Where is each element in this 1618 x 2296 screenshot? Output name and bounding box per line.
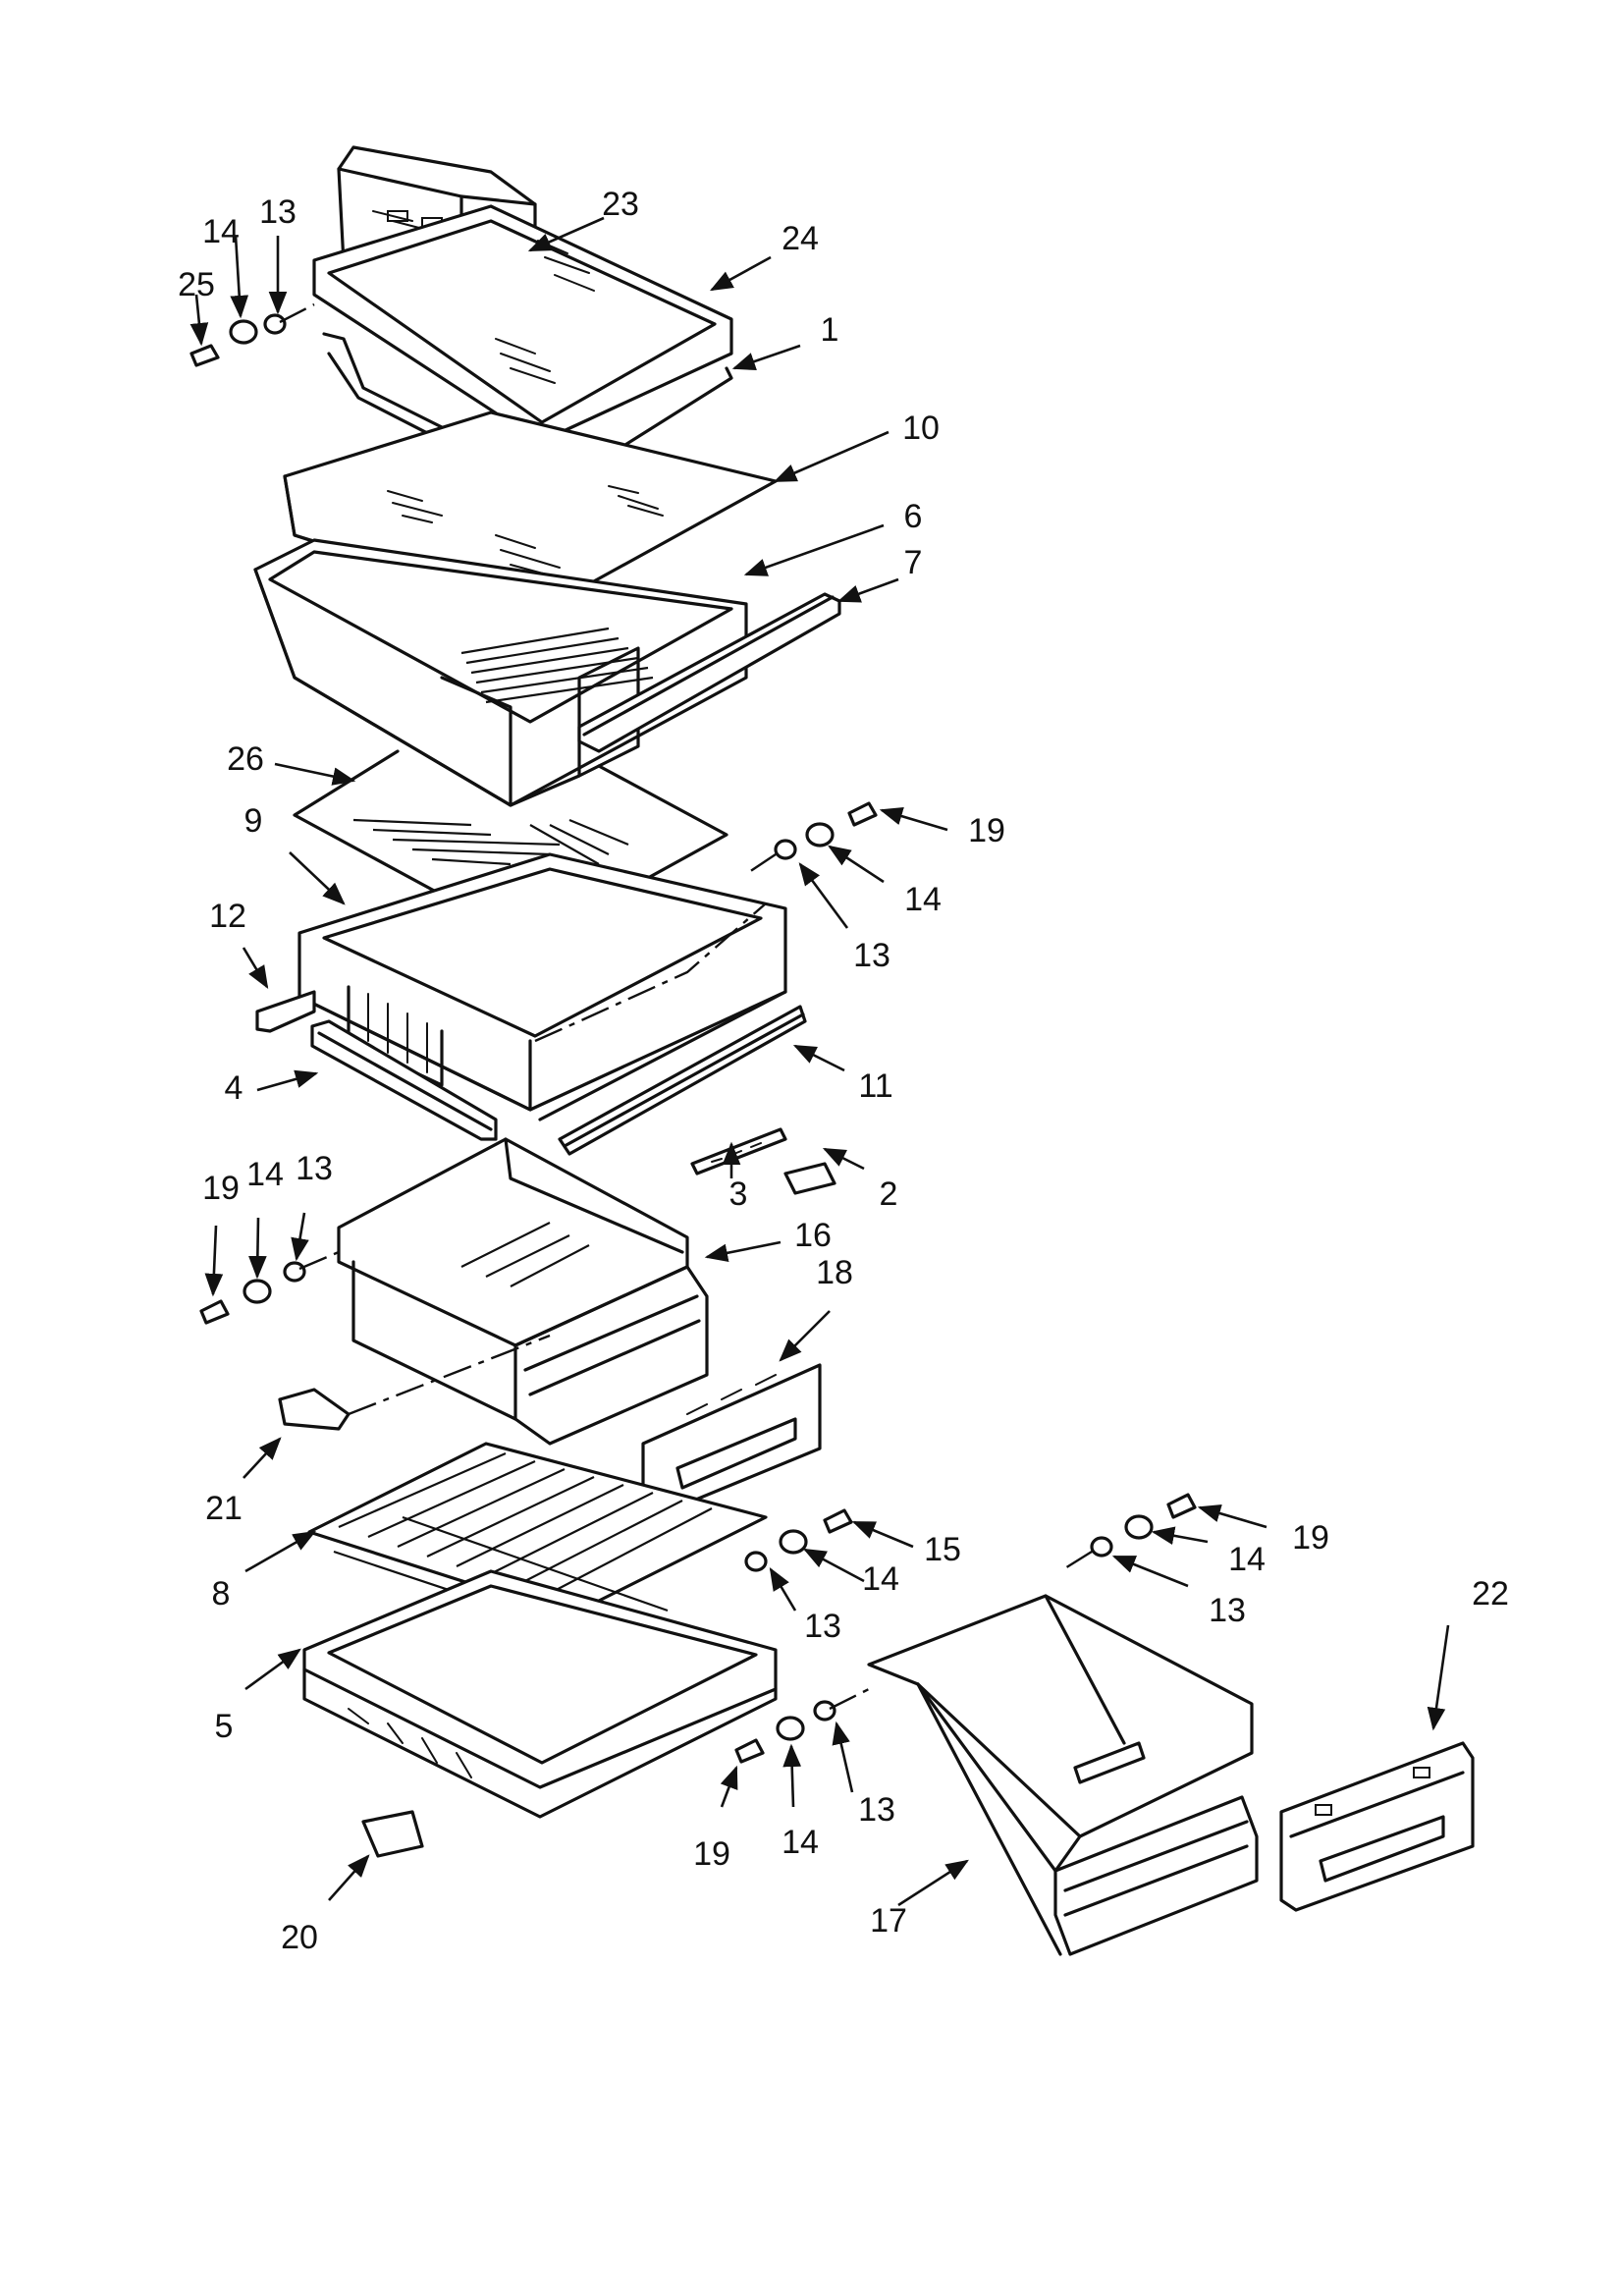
callout-15: 15: [924, 1531, 961, 1568]
callout-23: 23: [602, 186, 639, 223]
callout-14: 14: [202, 213, 240, 250]
callout-21: 21: [205, 1490, 243, 1527]
callout-26: 26: [227, 740, 264, 778]
callout-4: 4: [225, 1069, 243, 1107]
callout-22: 22: [1472, 1575, 1509, 1613]
hardware-mid-right: [745, 801, 878, 875]
callout-11: 11: [858, 1067, 892, 1105]
part-4-track: [310, 1019, 498, 1141]
part-16-drawer: [337, 1137, 709, 1446]
callout-12: 12: [209, 898, 246, 935]
callout-3: 3: [729, 1175, 748, 1213]
part-21-spacer: [278, 1334, 551, 1431]
hardware-top-left: [189, 302, 315, 367]
callout-7: 7: [904, 544, 923, 581]
callout-14: 14: [1228, 1541, 1266, 1578]
callout-16: 16: [794, 1217, 832, 1254]
part-12-slide: [255, 990, 316, 1033]
callout-1: 1: [821, 311, 839, 349]
callout-13: 13: [853, 937, 890, 974]
part-22-front: [1279, 1741, 1475, 1912]
callout-13: 13: [858, 1791, 895, 1829]
part-20-clip: [361, 1810, 424, 1858]
callout-18: 18: [816, 1254, 853, 1291]
callout-5: 5: [215, 1708, 234, 1745]
callout-14: 14: [782, 1824, 819, 1861]
hardware-lower-mid: [744, 1508, 853, 1572]
part-11-track: [558, 1005, 807, 1156]
callout-19: 19: [968, 812, 1005, 849]
callout-17: 17: [870, 1902, 907, 1940]
callout-13: 13: [259, 193, 297, 231]
part-2-clip: [783, 1162, 836, 1195]
callout-13: 13: [296, 1150, 333, 1187]
leader-arrows: [189, 216, 1450, 1907]
callout-10: 10: [902, 410, 940, 447]
callout-19: 19: [202, 1170, 240, 1207]
callout-6: 6: [904, 498, 923, 535]
part-17-drawer: [867, 1594, 1259, 1956]
callout-14: 14: [862, 1560, 899, 1598]
callout-9: 9: [244, 802, 263, 840]
part-3-bracket: [690, 1127, 787, 1175]
part-7-trim: [577, 592, 841, 753]
callout-25: 25: [178, 266, 215, 303]
callout-8: 8: [212, 1575, 231, 1613]
callout-19: 19: [693, 1835, 730, 1873]
callout-13: 13: [1209, 1592, 1246, 1629]
part-6-crisper-pan: [253, 538, 748, 807]
hardware-bottom-mid: [734, 1687, 870, 1764]
callout-20: 20: [281, 1919, 318, 1956]
callout-14: 14: [246, 1156, 284, 1193]
callout-14: 14: [904, 881, 942, 918]
hardware-mid-left: [199, 1250, 340, 1325]
hardware-lower-right: [1059, 1493, 1197, 1573]
callout-24: 24: [782, 220, 819, 257]
callout-2: 2: [880, 1175, 898, 1213]
callout-13: 13: [804, 1608, 841, 1645]
callout-labels: 14 13 25 23 24 1 10 6 7 26 9 19 14 13 12…: [178, 186, 1509, 1956]
callout-19: 19: [1292, 1519, 1329, 1557]
part-5-frame: [302, 1569, 778, 1819]
